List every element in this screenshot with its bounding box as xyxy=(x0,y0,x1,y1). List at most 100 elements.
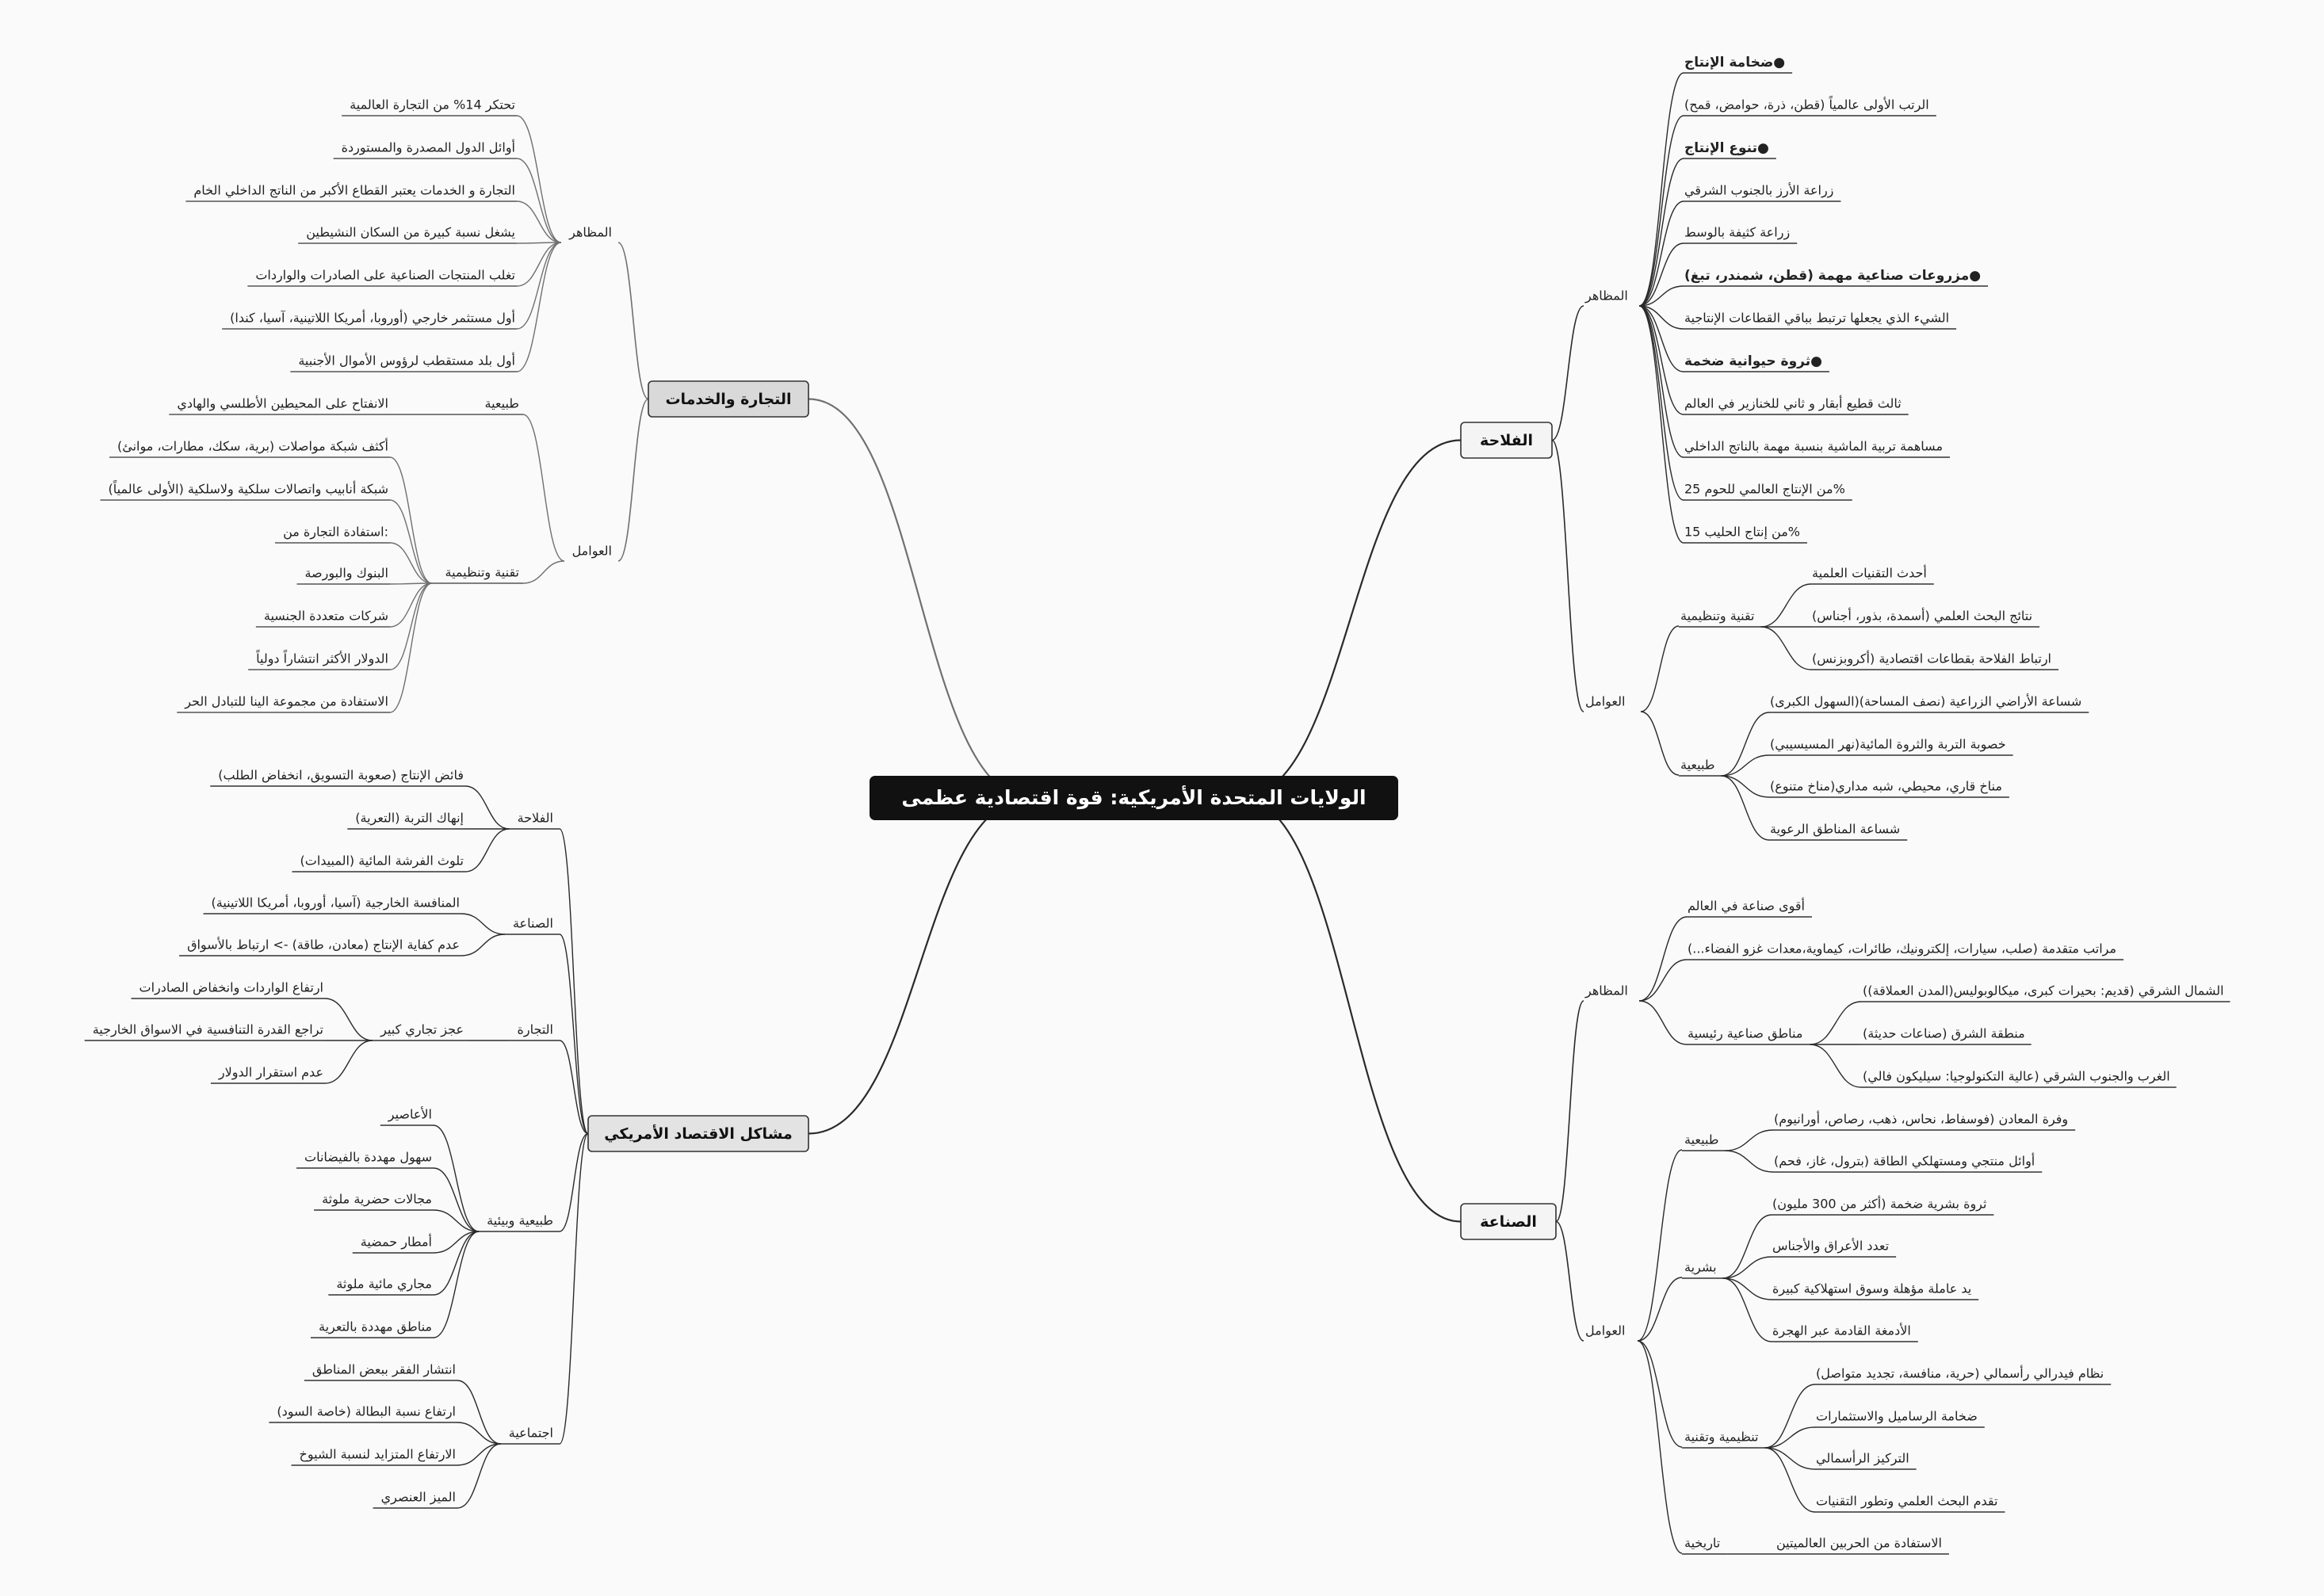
connector xyxy=(617,398,649,562)
trade-factor-item: استفادة التجارة من: xyxy=(283,525,388,540)
connector xyxy=(1637,1277,1683,1342)
industry-region-item: الغرب والجنوب الشرقي (عالية التكنولوجيا:… xyxy=(1863,1069,2170,1085)
problems-item: تراجع القدرة التنافسية في الاسواق الخارج… xyxy=(93,1022,323,1038)
connector xyxy=(516,200,562,243)
problems-item: عدم كفاية الإنتاج (معادن، طاقة) -> ارتبا… xyxy=(187,937,460,953)
agriculture-factors-label: العوامل xyxy=(1585,694,1625,710)
branch-problems-label: مشاكل الاقتصاد الأمريكي xyxy=(604,1124,793,1143)
connector xyxy=(433,1209,480,1232)
industry-factor-item: الأدمغة القادمة عبر الهجرة xyxy=(1772,1323,1911,1339)
industry-factor-group: طبيعية xyxy=(1684,1132,1719,1147)
connector xyxy=(1555,1220,1584,1342)
problems-item: مجالات حضرية ملوثة xyxy=(322,1192,432,1208)
trade-manifestations-label: المظاهر xyxy=(568,225,612,241)
connector xyxy=(1638,305,1684,501)
problems-item: فائض الإنتاج (صعوبة التسويق، انخفاض الطل… xyxy=(218,768,464,784)
connector-agriculture xyxy=(1239,439,1462,800)
connector xyxy=(389,582,433,585)
connector xyxy=(1721,754,1770,777)
connector xyxy=(522,560,565,584)
branch-agriculture[interactable]: الفلاحة xyxy=(1460,422,1553,459)
agriculture-factor-item: نتائج البحث العلمي (أسمدة، بذور، أجناس) xyxy=(1812,608,2032,624)
connector xyxy=(1638,242,1684,307)
problems-group: طبيعية وبيئية xyxy=(487,1213,553,1229)
connector xyxy=(516,115,562,243)
problems-item: تلوث الفرشة المائية (المبيدات) xyxy=(300,853,464,869)
problems-item: المنافسة الخارجية (آسيا، أوروبا، أمريكا … xyxy=(212,895,460,911)
connector xyxy=(1810,1044,1862,1088)
connector xyxy=(1638,1000,1688,1045)
trade-factor-item: الدولار الأكثر انتشاراً دولياً xyxy=(255,649,388,667)
agriculture-manifestation-item: مساهمة تربية الماشية بنسبة مهمة بالناتج … xyxy=(1684,439,1943,455)
connector xyxy=(1721,775,1770,841)
problems-item: الميز العنصري xyxy=(381,1490,456,1506)
central-topic[interactable]: الولايات المتحدة الأمريكية: قوة اقتصادية… xyxy=(870,776,1398,820)
trade-manifestation-item: أوائل الدول المصدرة والمستوردة xyxy=(342,139,515,156)
trade-factor-item: أكثف شبكة مواصلات (برية، سكك، مطارات، مو… xyxy=(117,438,388,455)
industry-factor-group: تاريخية xyxy=(1684,1536,1720,1552)
connector xyxy=(324,1040,373,1084)
problems-item: مجاري مائية ملوثة xyxy=(336,1277,432,1292)
connector xyxy=(1721,712,1770,777)
connector xyxy=(389,499,433,584)
branch-problems[interactable]: مشاكل الاقتصاد الأمريكي xyxy=(587,1115,809,1152)
agriculture-manifestation-item: مزروعات صناعية مهمة (قطن، شمندر، تبغ)● xyxy=(1684,268,1981,284)
connector xyxy=(559,934,589,1135)
agriculture-manifestation-item: ثروة حيوانية ضخمة● xyxy=(1684,353,1822,369)
connector xyxy=(1760,626,1812,670)
industry-factor-group: تنظيمية وتقنية xyxy=(1684,1430,1758,1445)
industry-factor-item: يد عاملة مؤهلة وسوق استهلاكية كبيرة xyxy=(1772,1281,1971,1297)
nodes: الولايات المتحدة الأمريكية: قوة اقتصادية… xyxy=(93,55,2224,1552)
connector xyxy=(516,242,562,372)
connector-industry xyxy=(1239,796,1462,1223)
connector-trade xyxy=(808,398,1031,800)
industry-factor-item: تقدم البحث العلمي وتطور التقنيات xyxy=(1816,1494,1997,1510)
connector xyxy=(1638,305,1684,415)
branch-agriculture-box xyxy=(1460,422,1553,459)
connector xyxy=(433,1231,480,1254)
trade-manifestation-item: يشغل نسبة كبيرة من السكان النشيطين xyxy=(306,225,515,241)
agriculture-manifestation-item: ثالث قطيع أبقار و ثاني للخنازير في العال… xyxy=(1684,395,1902,412)
connector xyxy=(516,158,562,243)
trade-factor-item: شركات متعددة الجنسية xyxy=(264,609,388,624)
connector xyxy=(389,582,433,670)
agriculture-manifestation-item: الرتب الأولى عالمياً (قطن، ذرة، حوامض، ق… xyxy=(1684,95,1929,113)
connector xyxy=(389,542,433,584)
trade-manifestation-item: أول مستثمر خارجي (أوروبا، أمريكا اللاتين… xyxy=(230,310,515,326)
problems-item: أمطار حمضية xyxy=(361,1234,432,1250)
connector xyxy=(1640,711,1680,776)
connector xyxy=(1764,1426,1816,1449)
connector xyxy=(1760,583,1812,628)
connector xyxy=(559,1040,589,1135)
connector xyxy=(1555,1000,1584,1223)
underlines xyxy=(84,72,2230,1555)
connectors xyxy=(324,72,1862,1554)
agriculture-manifestations-label: المظاهر xyxy=(1584,288,1628,304)
branch-trade[interactable]: التجارة والخدمات xyxy=(648,380,809,418)
connector xyxy=(389,456,433,584)
connector xyxy=(1638,305,1684,458)
problems-item: ارتفاع الواردات وانخفاض الصادرات xyxy=(140,980,323,996)
industry-factor-item: تعدد الأعراق والأجناس xyxy=(1772,1238,1889,1254)
agriculture-manifestation-item: من الإنتاج العالمي للحوم 25% xyxy=(1684,482,1845,498)
trade-manifestation-item: أول بلد مستقطب لرؤوس الأموال الأجنبية xyxy=(298,353,515,369)
agriculture-manifestation-item: من إنتاج الحليب 15% xyxy=(1684,525,1800,540)
agriculture-factor-group: طبيعية xyxy=(1680,758,1715,773)
connector xyxy=(1722,1277,1772,1300)
connector xyxy=(433,1124,480,1232)
problems-group: الفلاحة xyxy=(518,811,553,826)
industry-factor-item: ثروة بشرية ضخمة (أكثر من 300 مليون) xyxy=(1772,1196,1986,1212)
connector xyxy=(1637,1340,1683,1554)
connector xyxy=(1638,305,1684,544)
connector xyxy=(389,582,433,713)
problems-item: الارتفاع المتزايد لنسبة الشيوخ xyxy=(300,1447,456,1463)
branch-industry[interactable]: الصناعة xyxy=(1460,1203,1557,1240)
agriculture-factor-item: خصوبة التربة والثروة المائية(نهر المسيسي… xyxy=(1770,737,2006,753)
connector xyxy=(1721,775,1770,798)
agriculture-factor-item: أحدث التقنيات العلمية xyxy=(1812,565,1927,581)
connector xyxy=(559,1132,589,1445)
connector xyxy=(1551,305,1584,441)
connector xyxy=(457,1380,501,1445)
connector xyxy=(464,785,510,830)
problems-item: سهول مهددة بالفيضانات xyxy=(304,1150,432,1166)
